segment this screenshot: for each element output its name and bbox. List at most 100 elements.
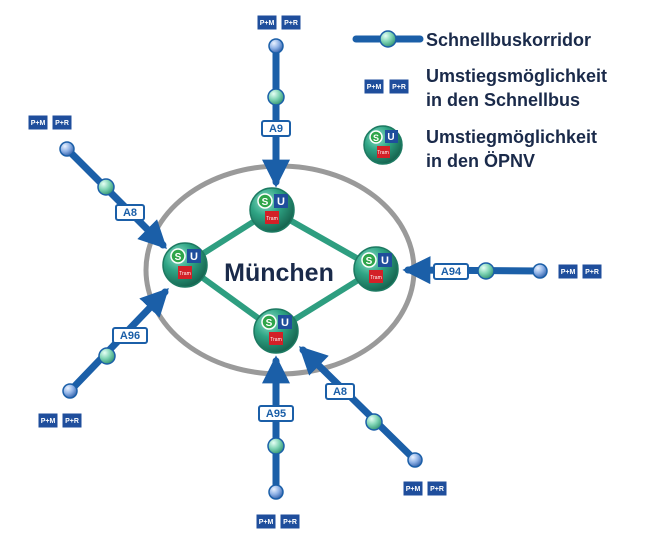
s-bahn-icon: [369, 130, 383, 144]
p-plus-m-icon: [37, 412, 59, 429]
legend-transfer-bus-line2: in den Schnellbus: [426, 90, 580, 110]
corridor-stop: [267, 437, 285, 455]
p-plus-m-label: P+M: [561, 269, 576, 276]
park-badges-a8-southeast: P+M P+R: [402, 480, 448, 497]
p-plus-r-label: P+R: [55, 120, 69, 127]
u-bahn-label: U: [277, 196, 285, 208]
corridor-stop: [98, 347, 116, 365]
motorway-label-a95: A95: [266, 408, 286, 420]
p-plus-m-icon: [557, 263, 579, 280]
p-plus-m-icon: [256, 14, 278, 31]
motorway-label-a8-west: A8: [123, 207, 137, 219]
p-plus-m-label: P+M: [259, 519, 274, 526]
p-plus-r-icon: [581, 263, 603, 280]
hub-west: S U Tram: [162, 242, 208, 288]
motorway-label-a96: A96: [120, 330, 140, 342]
p-plus-m-label: P+M: [260, 20, 275, 27]
motorway-sign-a95: A95: [258, 405, 294, 422]
hub-east: S U Tram: [353, 246, 399, 292]
tram-icon: [178, 266, 192, 279]
p-plus-m-label: P+M: [31, 120, 46, 127]
corridor-stops: [97, 88, 495, 455]
p-plus-r-icon: [280, 14, 302, 31]
u-bahn-label: U: [281, 317, 289, 329]
u-bahn-icon: [274, 194, 288, 208]
s-bahn-icon: [257, 193, 273, 209]
p-plus-r-label: P+R: [65, 418, 79, 425]
p-plus-r-icon: [61, 412, 83, 429]
tram-label: Tram: [370, 275, 381, 281]
legend: Schnellbuskorridor P+M P+R Umstiegsmögli…: [352, 30, 607, 171]
corridor-terminal: [268, 38, 284, 54]
u-bahn-icon: [378, 253, 392, 267]
legend-transfer-oepnv-line2: in den ÖPNV: [426, 151, 535, 171]
motorway-sign-a8-west: A8: [115, 204, 145, 221]
motorway-label-a9: A9: [269, 123, 283, 135]
u-bahn-icon: [278, 315, 292, 329]
p-plus-r-icon: [426, 480, 448, 497]
tram-label: Tram: [266, 216, 277, 222]
motorway-sign-a96: A96: [112, 327, 148, 344]
u-bahn-label: U: [381, 255, 389, 267]
p-plus-m-icon: [402, 480, 424, 497]
tram-icon: [265, 211, 279, 224]
corridor-stop: [97, 178, 115, 196]
corridor-terminal: [59, 141, 75, 157]
hub-north: S U Tram: [249, 187, 295, 233]
tram-icon: [269, 332, 283, 345]
p-plus-m-icon: [27, 114, 49, 131]
s-bahn-label: S: [266, 318, 273, 329]
legend-corridor-label: Schnellbuskorridor: [426, 30, 591, 50]
s-bahn-label: S: [366, 256, 373, 267]
s-bahn-label: S: [373, 133, 379, 143]
corridor-stop: [365, 413, 383, 431]
tram-icon: [377, 146, 390, 158]
p-plus-m-label: P+M: [41, 418, 56, 425]
legend-transfer-bus-line1: Umstiegsmöglichkeit: [426, 66, 607, 86]
u-bahn-label: U: [190, 251, 198, 263]
city-name: München: [224, 259, 334, 287]
legend-corridor: Schnellbuskorridor: [352, 30, 591, 50]
motorway-labels: A9 A8 A94 A96 A95 A8: [112, 120, 469, 422]
s-bahn-icon: [361, 252, 377, 268]
legend-transfer-oepnv: S U Tram Umstiegmöglichkeit in den ÖPNV: [363, 125, 597, 171]
motorway-sign-a94: A94: [433, 263, 469, 280]
p-plus-r-label: P+R: [392, 84, 406, 91]
u-bahn-icon: [187, 249, 201, 263]
corridor-a94: [402, 256, 544, 285]
s-bahn-label: S: [262, 197, 269, 208]
park-badges-a94: P+M P+R: [557, 263, 603, 280]
s-bahn-icon: [170, 248, 186, 264]
p-plus-m-icon: [255, 513, 277, 530]
corridor-terminal: [62, 383, 78, 399]
p-plus-r-label: P+R: [585, 269, 599, 276]
tram-label: Tram: [270, 337, 281, 343]
legend-transfer-bus: P+M P+R Umstiegsmöglichkeit in den Schne…: [363, 66, 607, 110]
p-plus-r-label: P+R: [430, 486, 444, 493]
s-bahn-label: S: [175, 252, 182, 263]
corridor-terminals: [59, 38, 548, 500]
tram-label: Tram: [377, 150, 388, 156]
p-plus-r-icon: [388, 78, 410, 95]
corridor-stop: [267, 88, 285, 106]
park-badges-a8-west: P+M P+R: [27, 114, 73, 131]
s-bahn-icon: [261, 314, 277, 330]
park-badges-a9: P+M P+R: [256, 14, 302, 31]
corridor-a8-west: [63, 145, 167, 249]
corridor-stop-swatch: [379, 30, 397, 48]
motorway-label-a94: A94: [441, 266, 462, 278]
p-plus-r-icon: [279, 513, 301, 530]
motorway-sign-a8-southeast: A8: [325, 383, 355, 400]
corridor-terminal: [532, 263, 548, 279]
p-plus-r-icon: [51, 114, 73, 131]
tram-icon: [369, 270, 383, 283]
park-badges-a95: P+M P+R: [255, 513, 301, 530]
hub-south: S U Tram: [253, 308, 299, 354]
corridor-a8-southeast: [299, 346, 419, 464]
corridor-stop: [477, 262, 495, 280]
tram-label: Tram: [179, 271, 190, 277]
p-plus-r-label: P+R: [283, 519, 297, 526]
motorway-label-a8-southeast: A8: [333, 386, 347, 398]
corridor-terminal: [268, 484, 284, 500]
legend-transfer-oepnv-line1: Umstiegmöglichkeit: [426, 127, 597, 147]
